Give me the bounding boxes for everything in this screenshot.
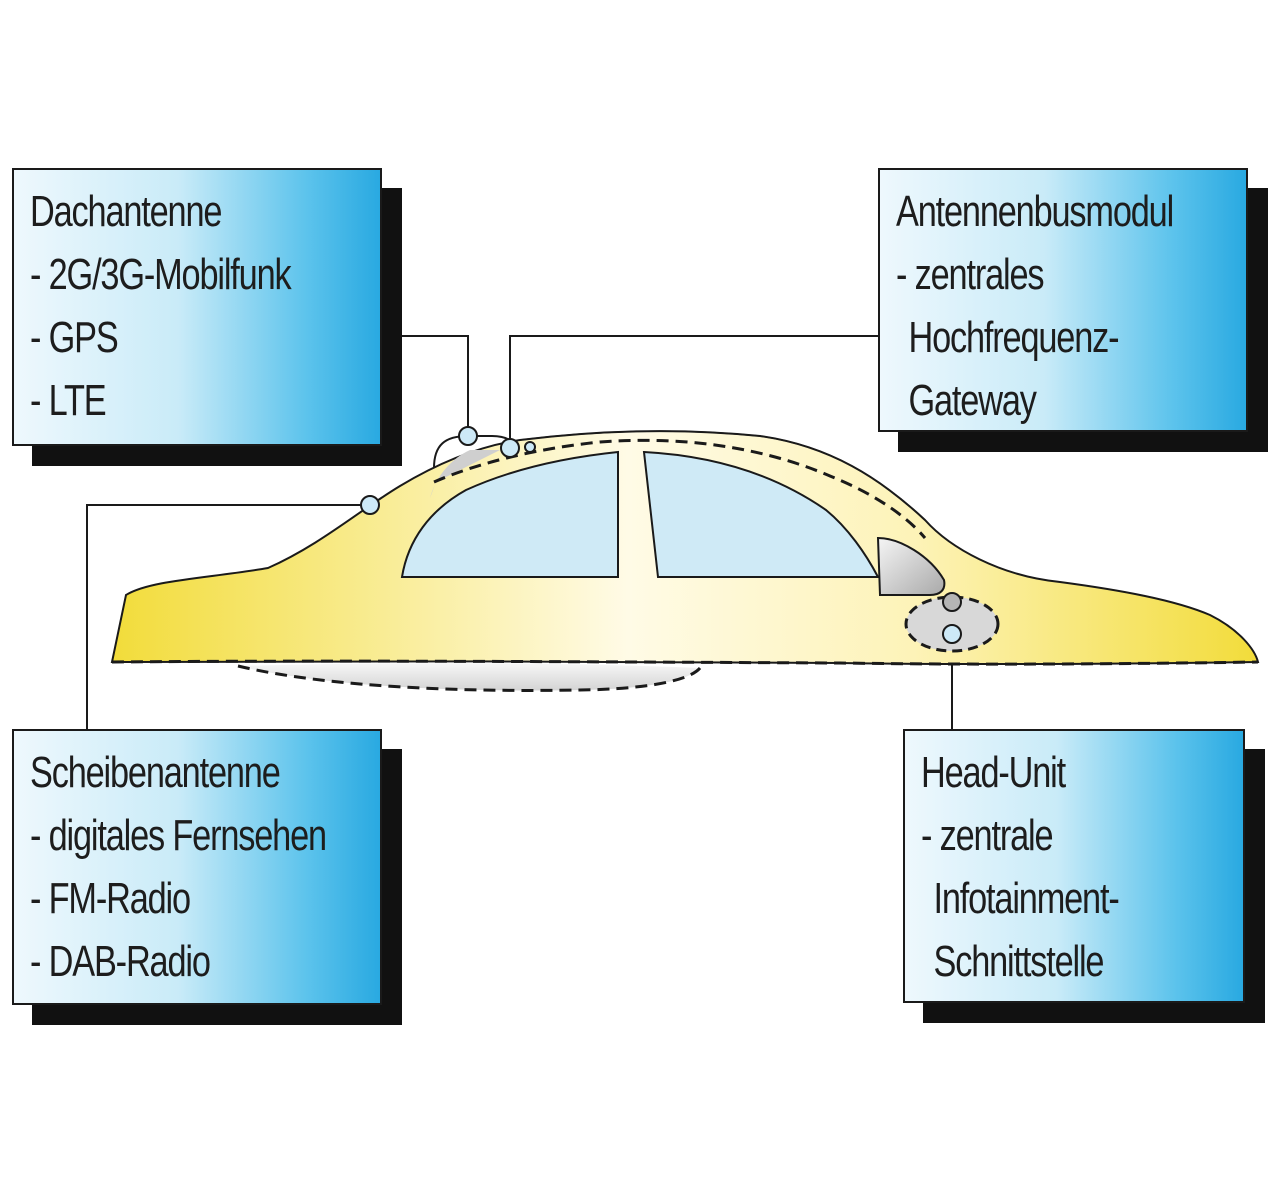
car-underbody — [238, 663, 700, 691]
car-bottom-dashed-line — [111, 659, 1259, 666]
head-unit-box: Head-Unit - zentrale Infotainment- Schni… — [903, 729, 1245, 1003]
roof-antenna-item: - 2G/3G-Mobilfunk — [30, 250, 292, 299]
roof-line-inner — [519, 430, 926, 521]
window-antenna-item: - FM-Radio — [30, 874, 191, 923]
gateway-node — [500, 438, 520, 458]
window-antenna-item: - digitales Fernsehen — [30, 811, 327, 860]
window-antenna-title: Scheibenantenne — [30, 748, 281, 797]
head-unit-node-upper — [942, 592, 962, 612]
gateway-node-small — [524, 441, 536, 453]
front-window — [642, 450, 880, 578]
antenna-bus-module-item: - zentrales — [896, 250, 1045, 299]
roof-antenna-item: - GPS — [30, 313, 119, 362]
head-unit-item: Schnittstelle — [933, 937, 1104, 986]
antenna-bus-module-title: Antennenbusmodul — [896, 187, 1174, 236]
antenna-bus-module-item: Gateway — [908, 376, 1036, 425]
rear-roof-shade — [430, 450, 500, 498]
roof-antenna-title: Dachantenne — [30, 187, 222, 236]
roof-antenna-item: - LTE — [30, 376, 107, 425]
car-underbody-dashed-outline — [237, 664, 702, 692]
gateway-connector — [509, 335, 878, 444]
head-unit-item: Infotainment- — [933, 874, 1119, 923]
head-unit-title: Head-Unit — [921, 748, 1066, 797]
roof-antenna-node — [458, 426, 478, 446]
rear-window — [400, 450, 619, 578]
window-antenna-item: - DAB-Radio — [30, 937, 211, 986]
head-unit-item: - zentrale — [921, 811, 1054, 860]
roof-antenna-box: Dachantenne - 2G/3G-Mobilfunk - GPS - LT… — [12, 168, 382, 446]
head-unit-node — [942, 624, 962, 644]
window-antenna-node — [360, 495, 380, 515]
side-mirror — [876, 536, 946, 596]
antenna-bus-module-box: Antennenbusmodul - zentrales Hochfrequen… — [878, 168, 1248, 432]
antenna-bus-module-item: Hochfrequenz- — [908, 313, 1119, 362]
roof-antenna-connector — [382, 335, 469, 432]
window-antenna-connector — [86, 504, 368, 729]
window-antenna-box: Scheibenantenne - digitales Fernsehen - … — [12, 729, 382, 1005]
